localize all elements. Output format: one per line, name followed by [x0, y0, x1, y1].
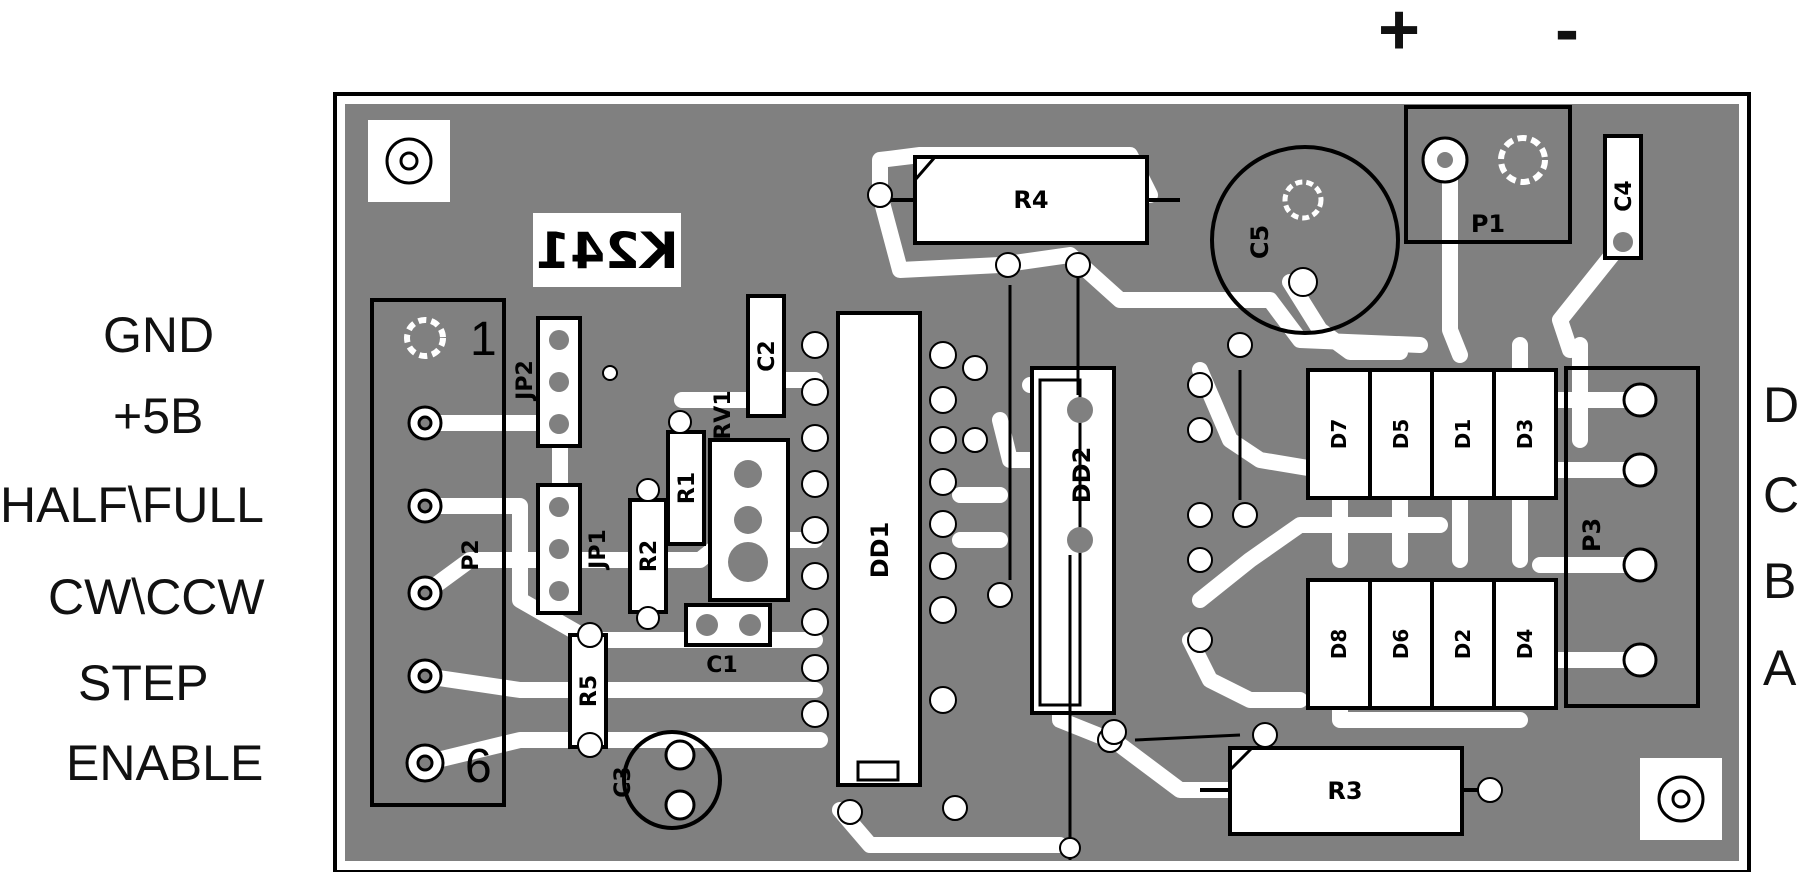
- dd2-pads: [1067, 397, 1093, 553]
- ref-d6: D6: [1389, 629, 1413, 660]
- plus-label: +: [1378, 0, 1421, 70]
- capacitor-c2: [746, 294, 786, 418]
- board-mark-box: [533, 213, 681, 287]
- capacitor-c3: [622, 730, 722, 830]
- ref-r2: R2: [637, 540, 662, 572]
- ref-d3: D3: [1513, 419, 1537, 450]
- minus-label: -: [1555, 0, 1579, 70]
- label-step: STEP: [78, 655, 209, 711]
- ref-r5: R5: [577, 675, 602, 707]
- board-mark: K241: [535, 222, 678, 280]
- capacitor-c5: [1210, 145, 1400, 335]
- diodes-top: [1306, 368, 1558, 500]
- dd1-pads: [801, 331, 957, 728]
- mounting-hole-icon: [1640, 758, 1722, 840]
- label-cw-ccw: CW\CCW: [48, 569, 265, 625]
- resistor-r4: [913, 155, 1149, 245]
- ref-r1: R1: [675, 472, 700, 504]
- ref-p3: P3: [1578, 518, 1606, 552]
- ref-c5: C5: [1246, 225, 1274, 259]
- ref-rv1: RV1: [711, 390, 736, 439]
- ref-p1: P1: [1471, 210, 1505, 238]
- vias: [577, 182, 1503, 859]
- label-phase-b: B: [1763, 553, 1797, 609]
- resistor-r2: [628, 498, 668, 614]
- ref-d5: D5: [1389, 419, 1413, 450]
- label-phase-d: D: [1763, 377, 1800, 433]
- ref-c3: C3: [611, 766, 636, 797]
- label-phase-a: A: [1763, 640, 1797, 696]
- ref-d4: D4: [1513, 629, 1537, 660]
- mounting-hole-icon: [368, 120, 450, 202]
- ref-dd1: DD1: [866, 522, 894, 579]
- connector-p2: [370, 298, 506, 807]
- ref-c1: C1: [706, 653, 737, 678]
- diodes-bottom: [1306, 578, 1558, 710]
- dd1-notch: [856, 760, 900, 782]
- p2-pads: [404, 317, 446, 783]
- ref-d2: D2: [1451, 629, 1475, 660]
- ref-r3: R3: [1327, 777, 1362, 805]
- ref-c4: C4: [1612, 180, 1637, 211]
- dd2-lines: [1008, 265, 1242, 860]
- ref-jp2: JP2: [513, 360, 538, 402]
- ref-c2: C2: [755, 340, 780, 371]
- label-5v: +5B: [113, 388, 204, 444]
- label-phase-c: C: [1763, 467, 1800, 523]
- label-gnd: GND: [103, 307, 215, 363]
- pin-number-last: 6: [465, 740, 492, 793]
- connector-p3: [1564, 366, 1700, 708]
- label-half-full: HALF\FULL: [0, 477, 264, 533]
- ref-r4: R4: [1013, 186, 1048, 214]
- ref-p2: P2: [459, 539, 484, 570]
- pin-number-first: 1: [470, 313, 497, 366]
- resistor-r1: [666, 430, 706, 546]
- ic-dd1: [836, 311, 922, 787]
- ref-d1: D1: [1451, 419, 1475, 450]
- ref-d7: D7: [1327, 419, 1351, 450]
- resistor-r5: [568, 633, 608, 749]
- ref-dd2: DD2: [1068, 447, 1096, 504]
- label-enable: ENABLE: [66, 735, 264, 791]
- connector-p1: [1404, 105, 1572, 244]
- ref-jp1: JP1: [586, 529, 611, 571]
- ref-d8: D8: [1327, 629, 1351, 660]
